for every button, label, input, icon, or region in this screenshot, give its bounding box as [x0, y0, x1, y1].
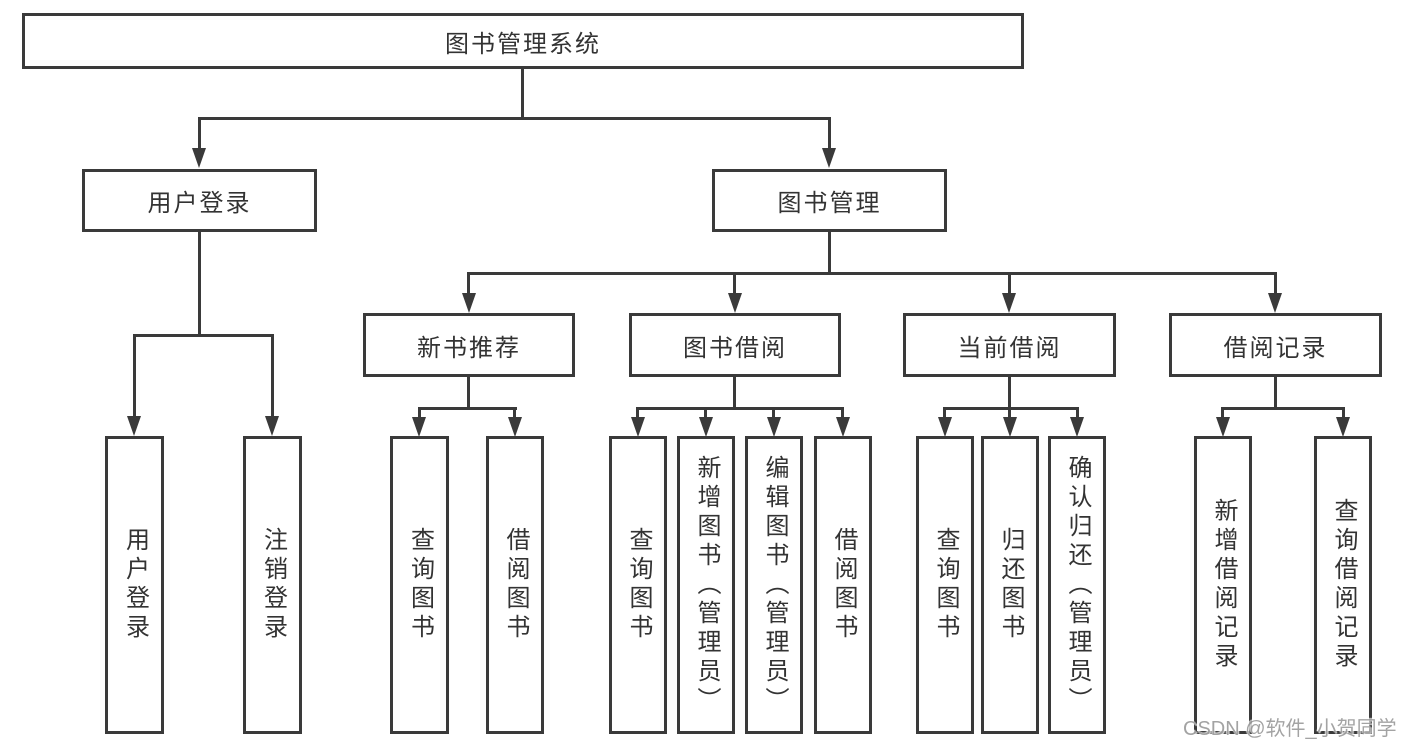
- connector-line: [943, 407, 946, 421]
- connector-line: [521, 69, 524, 120]
- connector-line: [828, 232, 831, 275]
- leaf-logout: 注销登录: [243, 436, 302, 734]
- leaf-confirm-return-admin: 确认归还（管理员）: [1048, 436, 1106, 734]
- arrow-down-icon: [508, 417, 522, 437]
- connector-line: [133, 334, 274, 337]
- connector-line: [772, 407, 775, 421]
- connector-line: [133, 334, 136, 418]
- connector-line: [841, 407, 844, 421]
- leaf-edit-books-admin: 编辑图书（管理员）: [745, 436, 803, 734]
- arrow-down-icon: [265, 416, 279, 436]
- leaf-label: 归还图书: [997, 527, 1024, 643]
- leaf-user-login: 用户登录: [105, 436, 164, 734]
- connector-line: [271, 334, 274, 418]
- leaf-query-books-current: 查询图书: [916, 436, 974, 734]
- leaf-label: 用户登录: [121, 527, 149, 643]
- connector-line: [198, 117, 201, 150]
- arrow-down-icon: [822, 148, 836, 168]
- node-book-management: 图书管理: [712, 169, 947, 232]
- arrow-down-icon: [631, 417, 645, 437]
- node-label: 借阅记录: [1223, 334, 1328, 362]
- connector-line: [467, 377, 470, 410]
- leaf-label: 编辑图书（管理员）: [761, 454, 788, 716]
- connector-line: [943, 407, 1079, 410]
- leaf-query-borrow-record: 查询借阅记录: [1314, 436, 1372, 734]
- connector-line: [1274, 272, 1277, 297]
- node-new-book-recommendation: 新书推荐: [363, 313, 575, 377]
- connector-line: [704, 407, 707, 421]
- arrow-down-icon: [767, 417, 781, 437]
- connector-line: [1221, 407, 1344, 410]
- connector-line: [636, 407, 639, 421]
- leaf-label: 借阅图书: [830, 527, 857, 643]
- leaf-label: 新增图书（管理员）: [693, 454, 720, 716]
- leaf-label: 确认归还（管理员）: [1064, 454, 1091, 716]
- arrow-down-icon: [938, 417, 952, 437]
- connector-line: [636, 407, 844, 410]
- node-label: 用户登录: [147, 190, 252, 217]
- leaf-borrow-books: 借阅图书: [814, 436, 872, 734]
- arrow-down-icon: [699, 417, 713, 437]
- arrow-down-icon: [127, 416, 141, 436]
- connector-line: [468, 272, 1277, 275]
- connector-line: [467, 272, 470, 297]
- node-user-login: 用户登录: [82, 169, 317, 232]
- leaf-add-books-admin: 新增图书（管理员）: [677, 436, 735, 734]
- connector-line: [418, 407, 421, 421]
- node-book-borrowing: 图书借阅: [629, 313, 841, 377]
- arrow-down-icon: [1268, 293, 1282, 313]
- leaf-label: 查询图书: [932, 527, 959, 643]
- leaf-add-borrow-record: 新增借阅记录: [1194, 436, 1252, 734]
- connector-line: [198, 232, 201, 334]
- connector-line: [418, 407, 517, 410]
- node-label: 图书借阅: [683, 334, 787, 362]
- connector-line: [198, 117, 831, 120]
- connector-line: [1221, 407, 1224, 421]
- leaf-borrow-books-recommend: 借阅图书: [486, 436, 544, 734]
- arrow-down-icon: [1003, 417, 1017, 437]
- arrow-down-icon: [1070, 417, 1084, 437]
- arrow-down-icon: [728, 293, 742, 313]
- node-label: 图书管理: [777, 190, 882, 217]
- arrow-down-icon: [836, 417, 850, 437]
- watermark: CSDN @软件_小贺同学: [1183, 718, 1397, 740]
- arrow-down-icon: [192, 148, 206, 168]
- leaf-label: 注销登录: [259, 527, 287, 643]
- leaf-query-books-recommend: 查询图书: [390, 436, 449, 734]
- node-label: 当前借阅: [957, 334, 1062, 362]
- leaf-label: 新增借阅记录: [1210, 498, 1237, 672]
- arrow-down-icon: [462, 293, 476, 313]
- node-label: 新书推荐: [417, 334, 521, 362]
- connector-line: [1008, 407, 1011, 421]
- leaf-label: 查询图书: [625, 527, 652, 643]
- connector-line: [733, 272, 736, 297]
- leaf-label: 查询图书: [406, 527, 434, 643]
- connector-line: [1342, 407, 1345, 421]
- leaf-label: 查询借阅记录: [1330, 498, 1357, 672]
- connector-line: [1274, 377, 1277, 410]
- connector-line: [513, 407, 516, 421]
- leaf-query-books-borrow: 查询图书: [609, 436, 667, 734]
- leaf-label: 借阅图书: [502, 527, 529, 643]
- node-current-borrowing: 当前借阅: [903, 313, 1116, 377]
- node-borrowing-records: 借阅记录: [1169, 313, 1382, 377]
- node-label: 图书管理系统: [445, 30, 601, 58]
- connector-line: [733, 377, 736, 410]
- arrow-down-icon: [412, 417, 426, 437]
- arrow-down-icon: [1336, 417, 1350, 437]
- connector-line: [1008, 377, 1011, 410]
- leaf-return-books: 归还图书: [981, 436, 1039, 734]
- connector-line: [828, 117, 831, 150]
- arrow-down-icon: [1216, 417, 1230, 437]
- connector-line: [1008, 272, 1011, 297]
- connector-line: [1076, 407, 1079, 421]
- arrow-down-icon: [1002, 293, 1016, 313]
- node-library-management-system: 图书管理系统: [22, 13, 1024, 69]
